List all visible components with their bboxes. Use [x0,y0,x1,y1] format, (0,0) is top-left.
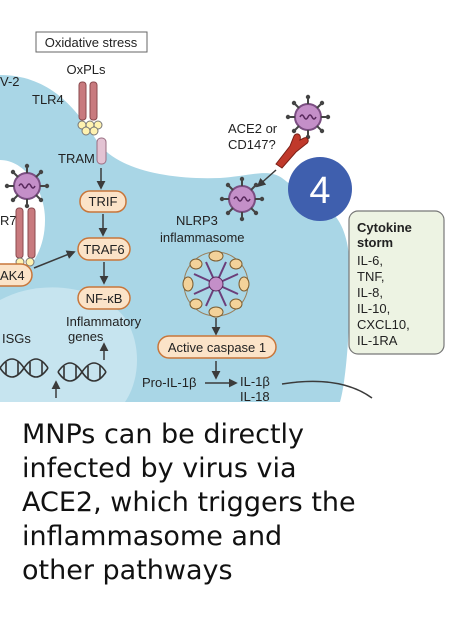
ace2-receptor [275,133,309,169]
nucleus [0,287,138,402]
cytokine-item: IL-10, [357,301,390,316]
arrow-entry [256,169,277,188]
tlr4-label: TLR4 [32,92,64,107]
caption-line: infected by virus via [22,453,297,484]
virus-top-icon [284,93,332,141]
ace2-label-1: ACE2 or [228,121,278,136]
oxidative-stress-label: Oxidative stress [45,35,138,50]
caspase-label: Active caspase 1 [168,340,266,355]
trif-pill [79,190,127,213]
pro-il1b-label: Pro-IL-1β [142,375,196,390]
edge-text-v2: V-2 [0,74,20,89]
irak4-label: AK4 [0,268,25,283]
irak4-pill [0,263,33,287]
cytokine-item: TNF, [357,269,384,284]
caption-line: other pathways [22,555,233,586]
dna-helix [0,358,107,382]
cytokine-item: IL-8, [357,285,383,300]
caption: MNPs can be directly infected by virus v… [22,418,442,588]
cytokine-item: IL-1RA [357,333,398,348]
arrow-irak4-traf6 [33,250,76,269]
virus-internal-icon [218,175,266,223]
tram-adaptor [96,137,107,165]
virus-left-icon [3,162,51,210]
trif-label: TRIF [89,194,118,209]
caspase-pill [157,335,277,359]
oxidative-stress-box [35,31,148,53]
isgs-label: ISGs [2,331,31,346]
traf6-label: TRAF6 [83,242,124,257]
inflammasome-icon [182,250,250,318]
r7-label: R7 [0,213,17,228]
caption-line: ACE2, which triggers the [22,487,356,518]
cytokine-item: CXCL10, [357,317,410,332]
tram-label: TRAM [58,151,95,166]
caption-line: MNPs can be directly [22,419,305,450]
il18-label: IL-18 [240,389,270,404]
il1b-label: IL-1β [240,374,270,389]
arrow-secretion [281,380,373,399]
inflammatory-genes-label-2: genes [68,329,104,344]
caption-line: inflammasome and [22,521,283,552]
ace2-label-2: CD147? [228,137,276,152]
cytokine-storm-box [348,210,445,355]
tlr4-receptor [77,81,103,136]
oxpls-label: OxPLs [66,62,106,77]
traf6-pill [77,237,131,261]
inflammatory-genes-label-1: Inflammatory [66,314,142,329]
step-badge [288,157,352,221]
cytokine-item: IL-6, [357,253,383,268]
cytokine-title-1: Cytokine [357,220,412,235]
nfkb-label: NF-κB [86,291,123,306]
nlrp3-label-2: inflammasome [160,230,245,245]
nlrp3-label-1: NLRP3 [176,213,218,228]
nfkb-pill [77,286,131,310]
cytokine-title-2: storm [357,235,393,250]
step-number: 4 [309,170,330,212]
